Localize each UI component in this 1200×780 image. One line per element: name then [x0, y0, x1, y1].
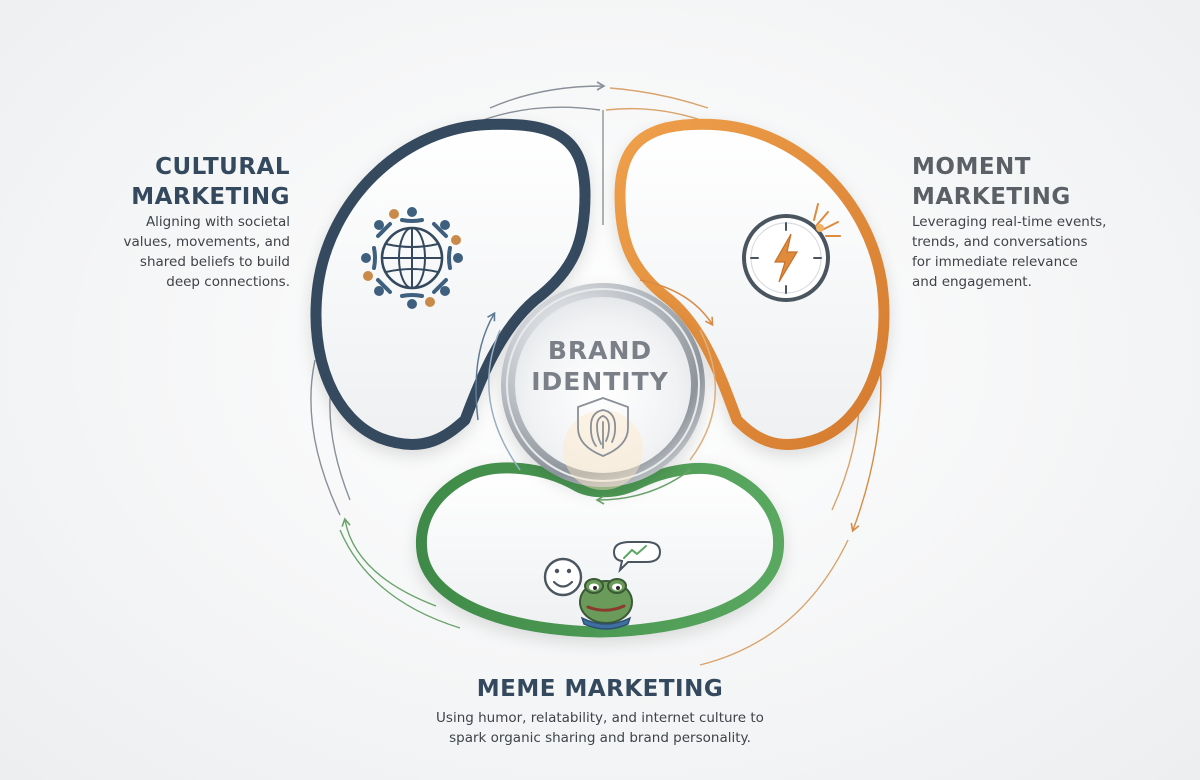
- people-around-globe-icon: [361, 207, 463, 309]
- brand-identity-title-line-2: IDENTITY: [531, 367, 669, 396]
- moment-desc-line-2: trends, and conversations: [912, 234, 1088, 250]
- flow-line-left-outer: [310, 359, 341, 516]
- inner-arrow-orange: [639, 279, 714, 327]
- flow-line-top-right: [609, 87, 709, 109]
- brand-identity-title: BRAND IDENTITY: [510, 335, 690, 397]
- meme-desc-line-1: Using humor, relatability, and internet …: [436, 710, 764, 726]
- hub-ring-edge: [506, 288, 700, 482]
- inner-flow-arrows: [475, 279, 717, 505]
- inner-arrow-blue: [475, 311, 496, 421]
- hub-inner-disc: [515, 297, 691, 473]
- flow-line-left-bottom: [339, 529, 461, 629]
- moment-marketing-description: Leveraging real-time events, trends, and…: [912, 212, 1172, 292]
- clock-lightning-icon: [742, 203, 841, 302]
- cultural-desc-line-2: values, movements, and: [123, 234, 290, 250]
- cultural-title-line-1: CULTURAL: [155, 154, 290, 180]
- moment-desc-line-3: for immediate relevance: [912, 254, 1078, 270]
- speech-bubble-trend-icon: [612, 541, 662, 574]
- frog-face-icon: [579, 578, 633, 630]
- cultural-marketing-description: Aligning with societal values, movements…: [95, 212, 290, 292]
- flow-arrow-left: [341, 517, 437, 607]
- meme-title-line-1: MEME MARKETING: [476, 676, 724, 702]
- meme-marketing-title: MEME MARKETING: [350, 674, 850, 704]
- flow-arrow-top: [489, 81, 606, 109]
- moment-title-line-2: MARKETING: [912, 184, 1071, 210]
- cultural-desc-line-4: deep connections.: [166, 274, 290, 290]
- hub-glow: [563, 410, 643, 490]
- shield-fingerprint-icon: [577, 397, 629, 457]
- inner-arc-left: [488, 329, 521, 471]
- smiley-frog-meme-icon: [543, 541, 662, 630]
- moment-desc-line-4: and engagement.: [912, 274, 1032, 290]
- moment-desc-line-1: Leveraging real-time events,: [912, 214, 1107, 230]
- cultural-desc-line-1: Aligning with societal: [145, 214, 290, 230]
- smiley-face-icon: [543, 557, 583, 597]
- moment-title-line-1: MOMENT: [912, 154, 1031, 180]
- meme-desc-line-2: spark organic sharing and brand personal…: [449, 730, 751, 746]
- brand-identity-title-line-1: BRAND: [547, 336, 653, 365]
- meme-marketing-segment[interactable]: [415, 462, 785, 638]
- meme-marketing-description: Using humor, relatability, and internet …: [340, 708, 860, 748]
- brand-identity-hub: [501, 283, 705, 490]
- cultural-desc-line-3: shared beliefs to build: [139, 254, 290, 270]
- cultural-marketing-title: CULTURAL MARKETING: [95, 152, 290, 212]
- cultural-marketing-segment[interactable]: [310, 118, 591, 450]
- inner-arrow-green: [595, 469, 691, 505]
- cultural-title-line-2: MARKETING: [131, 184, 290, 210]
- moment-marketing-title: MOMENT MARKETING: [912, 152, 1172, 212]
- flow-line-right-bottom: [699, 539, 849, 666]
- inner-arc-right: [689, 329, 717, 461]
